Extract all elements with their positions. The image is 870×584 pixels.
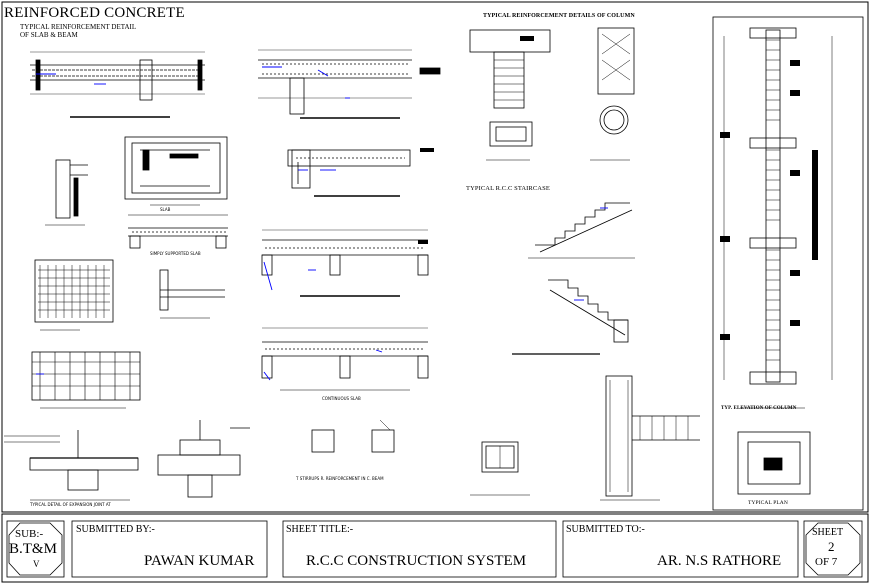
cantilever-detail [287,149,411,197]
simply-supported-slab [128,214,228,249]
continuous-beam-lower [261,327,429,391]
column-elevation-detail [469,27,635,161]
caption-typical-plan: TYPICAL PLAN [748,500,788,506]
beam-joint-detail [159,269,225,319]
caption-stirrup-labels: T STIRRUPS R. REINFORCEMENT IN C. BEAM [296,476,384,481]
slab-plan-detail [124,136,228,206]
caption-simply-supported: SIMPLY SUPPORTED SLAB [150,251,201,256]
subtitle-line-2: OF SLAB & BEAM [20,31,78,39]
drawing-title: REINFORCED CONCRETE [4,5,185,21]
sheet-label: SHEET [812,527,844,538]
continuous-beam-upper [261,229,429,297]
submitted-to-value: AR. N.S RATHORE [657,553,782,569]
caption-continuous-slab: CONTINUOUS SLAB [322,396,361,401]
submitted-by-value: PAWAN KUMAR [144,553,255,569]
beam-sections-lower [311,419,530,496]
submitted-by-label: SUBMITTED BY:- [76,524,155,535]
caption-expansion-joint: TYPICAL DETAIL OF EXPANSION JOINT AT [30,502,111,507]
caption-elevation: TYP. ELEVATION OF COLUMN [721,406,797,411]
column-beam-junction [600,375,700,501]
column-section-small [45,159,88,226]
sub-label: SUB:- [15,528,44,540]
sub-roman: V [33,559,40,569]
footing-detail [157,420,250,498]
staircase-detail [512,202,635,355]
sheet-title-label: SHEET TITLE:- [286,524,354,535]
column-grid-detail [31,351,141,409]
tall-column-elevation [712,16,864,511]
beam-section-detail [258,49,441,119]
sheet-number: 2 [828,539,835,554]
caption-slab: SLAB [160,207,171,212]
expansion-joint-detail [4,430,139,501]
slab-beam-detail [30,51,205,118]
sub-value: B.T&M [9,541,57,557]
mesh-grid-detail [34,259,114,331]
caption-staircase: TYPICAL R.C.C STAIRCASE [466,185,550,192]
subtitle-line-1: TYPICAL REINFORCEMENT DETAIL [20,23,137,31]
submitted-to-label: SUBMITTED TO:- [566,524,645,535]
sheet-of: OF 7 [815,556,838,568]
sheet-title-value: R.C.C CONSTRUCTION SYSTEM [306,553,527,569]
caption-column-details: TYPICAL REINFORCEMENT DETAILS OF COLUMN [483,13,635,19]
drawing-subtitle: TYPICAL REINFORCEMENT DETAIL OF SLAB & B… [20,23,160,39]
